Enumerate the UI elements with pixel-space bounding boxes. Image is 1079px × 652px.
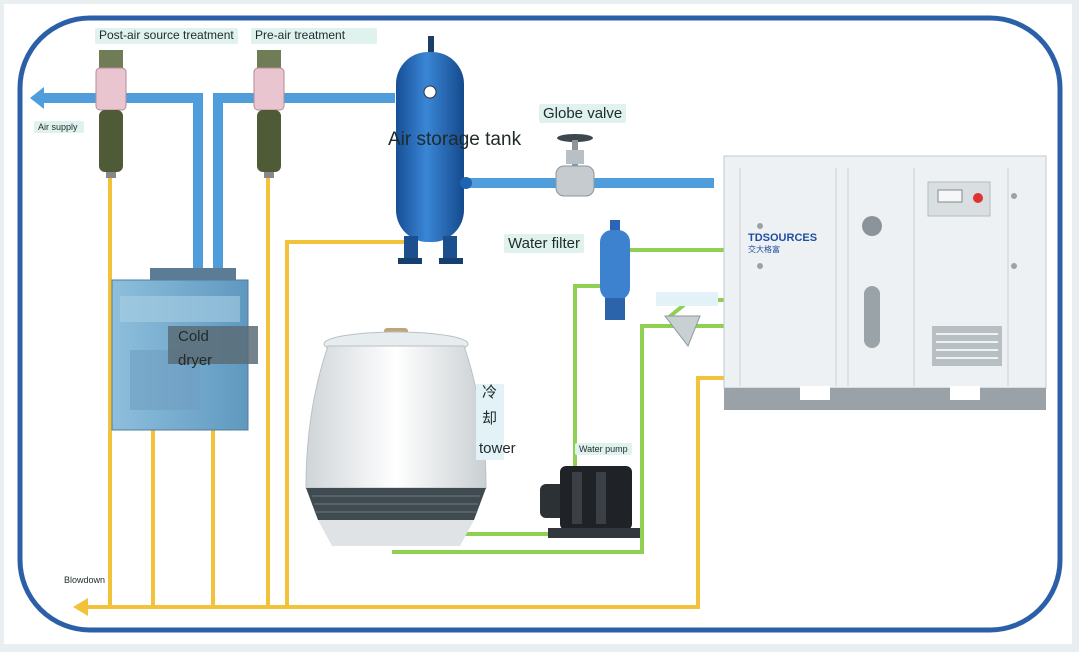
air-compressor <box>723 155 1047 410</box>
compressor-logo: TDSOURCES 交大格富 <box>748 232 828 278</box>
blowdown-arrow <box>73 598 88 616</box>
cooling-tower <box>305 328 504 546</box>
cold-dryer-label-line2: dryer <box>178 352 213 369</box>
system-frame <box>17 15 1063 633</box>
air-storage-tank-label: Air storage tank <box>388 129 522 150</box>
pre-air-filter <box>253 50 285 178</box>
blowdown-lines <box>88 175 725 609</box>
cold-dryer <box>111 268 258 431</box>
water-pump-label: Water pump <box>575 443 632 456</box>
air-supply-label: Air supply <box>34 121 84 134</box>
brand-logo-cn-text: 交大格富 <box>748 244 780 254</box>
brand-logo-text: TDSOURCES <box>748 232 818 244</box>
post-air-treatment-label: Post-air source treatment <box>95 28 238 44</box>
air-storage-tank <box>396 36 472 264</box>
water-pump <box>540 466 640 538</box>
air-supply-arrow <box>30 87 44 109</box>
water-filter-label: Water filter <box>504 234 584 254</box>
cooling-tower-label-line1: 冷 <box>482 384 498 401</box>
inline-water-valve <box>656 292 718 348</box>
water-filter <box>600 220 630 320</box>
cold-dryer-label-line1: Cold <box>178 328 209 345</box>
cooling-tower-label-line2: 却 <box>482 410 498 427</box>
pre-air-treatment-label: Pre-air treatment <box>251 28 377 44</box>
blowdown-label: Blowdown <box>64 575 106 585</box>
globe-valve <box>555 134 595 197</box>
cooling-tower-label-line3: tower <box>479 440 516 457</box>
post-air-filter <box>95 50 127 178</box>
globe-valve-label: Globe valve <box>539 104 627 124</box>
